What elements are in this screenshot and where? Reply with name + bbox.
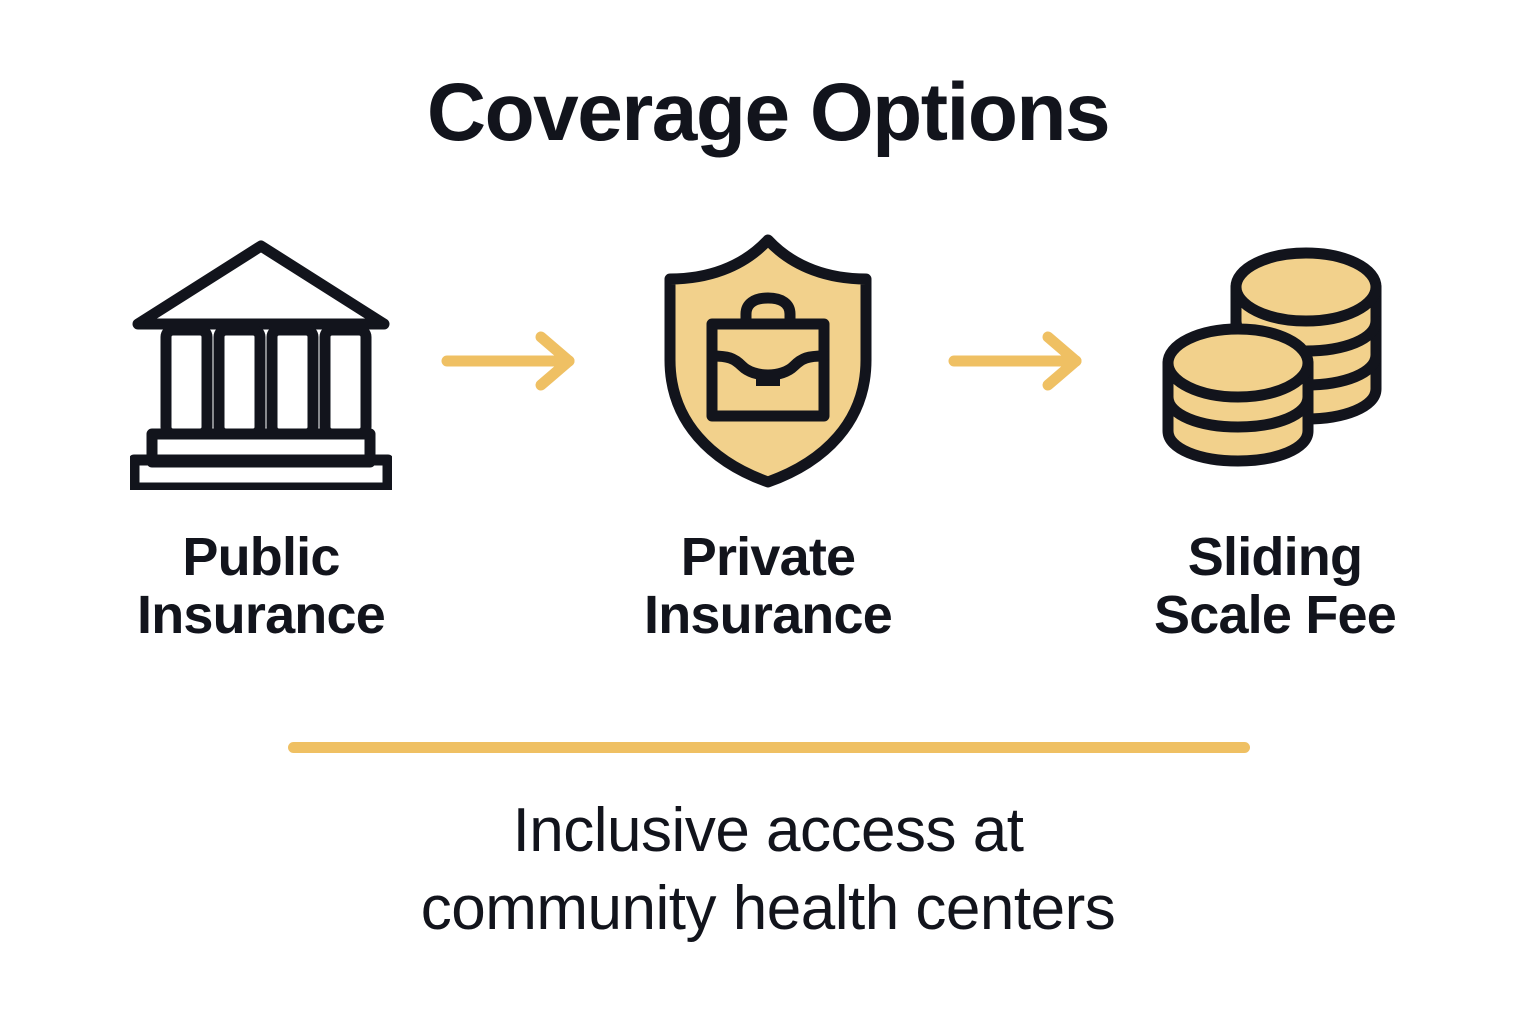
coin-stack-front	[1162, 323, 1314, 467]
coverage-steps-row: Public Insurance	[96, 232, 1440, 662]
arrow-container-1	[440, 232, 590, 490]
footer-caption: Inclusive access at community health cen…	[420, 796, 1116, 943]
step-public-insurance: Public Insurance	[96, 232, 426, 645]
briefcase-handle	[740, 292, 796, 330]
step-private-insurance: Private Insurance	[603, 232, 933, 645]
step-label-public-insurance: Public Insurance	[137, 527, 386, 646]
shield-briefcase-icon	[664, 234, 872, 488]
coin-stacks-icon	[1162, 247, 1382, 467]
step-label-private-insurance: Private Insurance	[644, 527, 893, 646]
shield-shape	[664, 234, 872, 488]
page-title: Coverage Options	[426, 67, 1111, 158]
step-icon-container	[96, 232, 426, 490]
step-icon-container	[603, 232, 933, 490]
arrow-right-icon	[948, 331, 1081, 391]
bank-columns-icon	[130, 240, 392, 490]
briefcase-body	[706, 318, 830, 422]
step-icon-container	[1110, 232, 1440, 490]
divider-rule	[288, 742, 1250, 753]
arrow-container-2	[947, 232, 1097, 490]
step-label-sliding-scale-fee: Sliding Scale Fee	[1154, 527, 1397, 646]
arrow-right-icon	[441, 331, 574, 391]
briefcase-clasp	[756, 370, 780, 386]
step-sliding-scale-fee: Sliding Scale Fee	[1110, 232, 1440, 645]
